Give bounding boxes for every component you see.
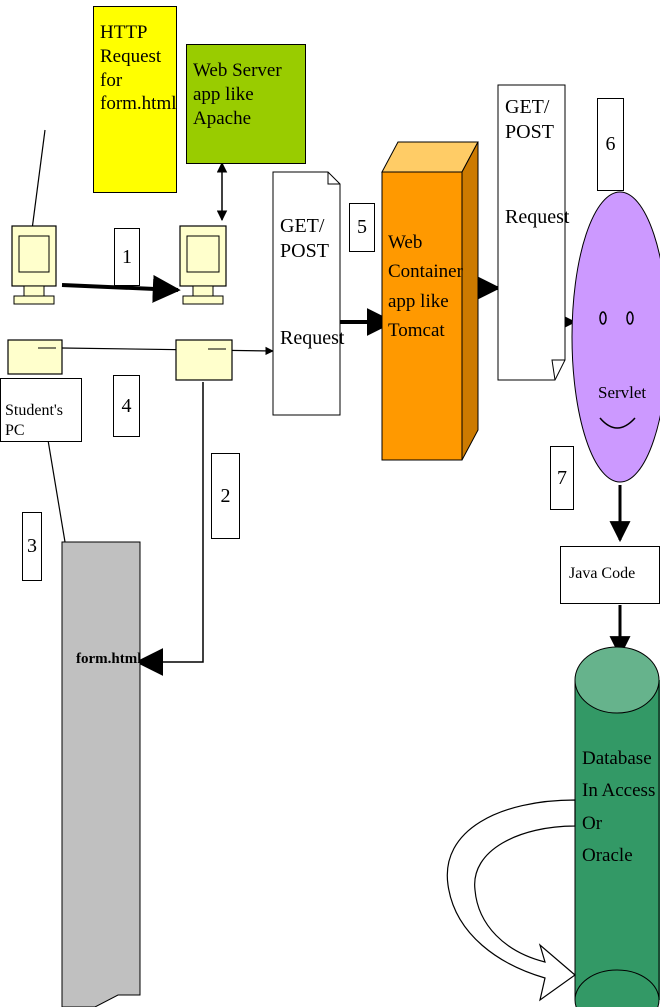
step-4-box: 4 <box>113 375 140 437</box>
http-request-label: HTTP Request for form.html <box>100 22 177 114</box>
form-html-label: form.html <box>76 650 141 669</box>
web-container-label: Web Container app like Tomcat <box>388 228 460 346</box>
db-curved-arrow <box>447 800 575 1000</box>
step-1-label: 1 <box>122 246 132 269</box>
getpost-1-request: Request <box>280 326 338 351</box>
step-6-box: 6 <box>597 98 624 191</box>
step-2-label: 2 <box>221 485 231 508</box>
step-1-box: 1 <box>114 228 140 286</box>
web-server-box: Web Server app like Apache <box>186 44 306 164</box>
http-request-box: HTTP Request for form.html <box>93 6 177 193</box>
arrow-pc-to-getpost <box>62 348 273 351</box>
getpost-2-label: GET/ POST <box>505 95 563 145</box>
server-computer <box>176 226 232 380</box>
arrow-server-to-form <box>138 382 203 662</box>
step-3-label: 3 <box>27 535 37 558</box>
students-pc-box: Student's PC <box>0 378 82 442</box>
step-7-box: 7 <box>550 446 574 510</box>
step-4-label: 4 <box>122 395 132 418</box>
form-html-document <box>62 542 140 1007</box>
getpost-1-label: GET/ POST <box>280 214 338 264</box>
getpost-2-request: Request <box>505 205 563 230</box>
servlet-label: Servlet <box>598 382 646 403</box>
students-pc-label: Student's PC <box>5 402 63 439</box>
step-5-label: 5 <box>357 216 367 239</box>
servlet-shape <box>572 192 660 482</box>
getpost-2-text: GET/ POST Request <box>505 95 563 230</box>
java-code-box: Java Code <box>560 546 660 604</box>
step-6-label: 6 <box>606 133 616 156</box>
step-5-box: 5 <box>349 203 375 252</box>
student-computer <box>8 226 62 374</box>
database-label: Database In Access Or Oracle <box>582 743 656 872</box>
step-7-label: 7 <box>557 467 567 490</box>
java-code-label: Java Code <box>569 565 635 582</box>
step-2-box: 2 <box>211 453 240 539</box>
web-server-label: Web Server app like Apache <box>193 60 282 129</box>
step-3-box: 3 <box>22 512 42 581</box>
getpost-1-text: GET/ POST Request <box>280 214 338 351</box>
